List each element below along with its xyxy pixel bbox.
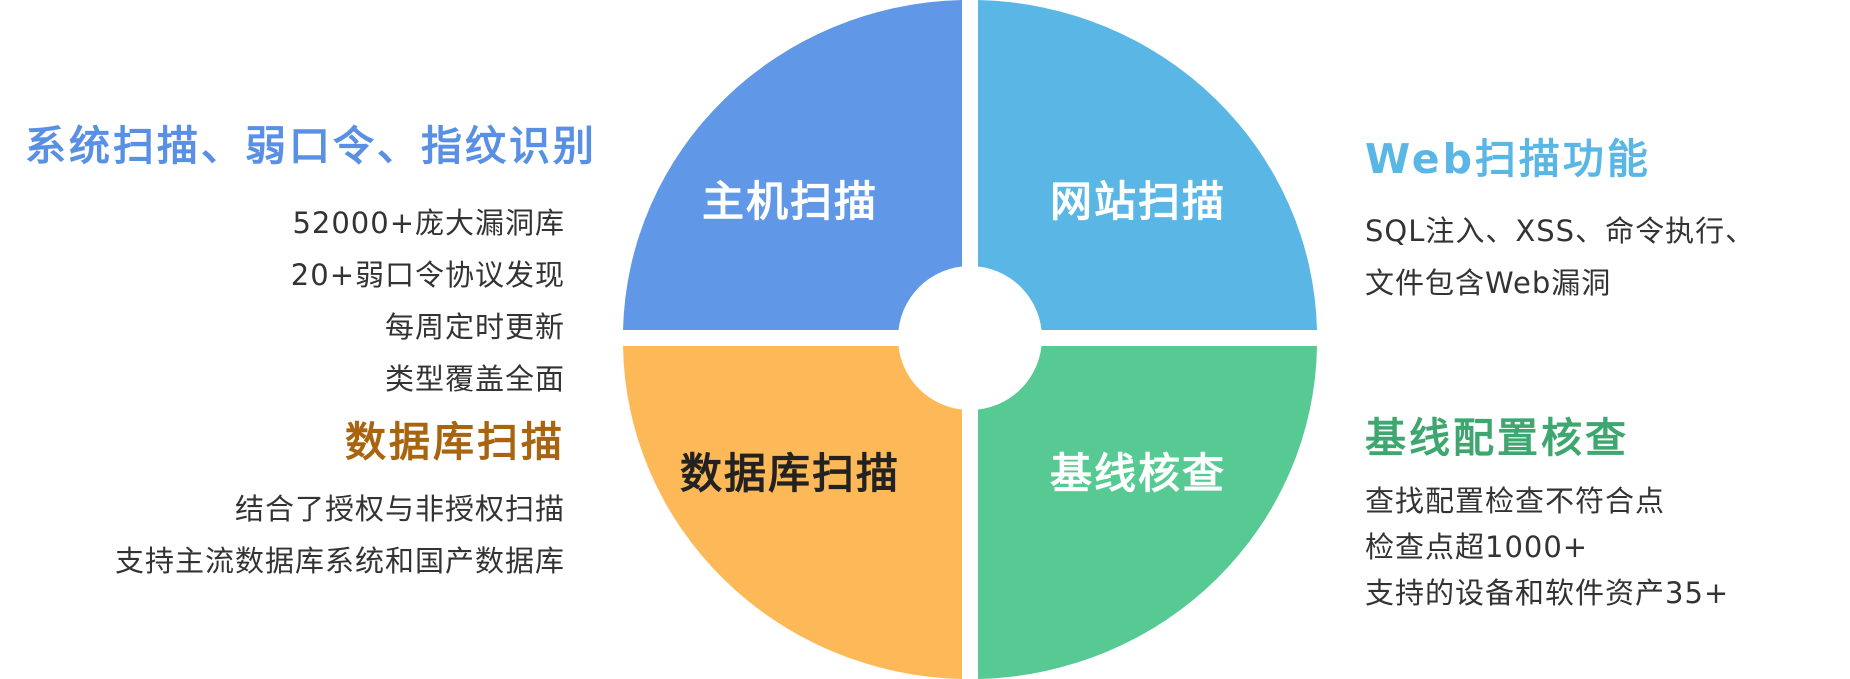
baseline-check-label: 基线核查: [1050, 449, 1226, 498]
feature-line: 52000+庞大漏洞库: [292, 206, 565, 240]
feature-line: 检查点超1000+: [1365, 530, 1589, 564]
feature-line: 文件包含Web漏洞: [1365, 266, 1612, 300]
feature-line: 结合了授权与非授权扫描: [234, 492, 565, 526]
feature-line: 支持的设备和软件资产35+: [1365, 576, 1730, 610]
feature-line: SQL注入、XSS、命令执行、: [1365, 214, 1756, 248]
baseline-check-features: 查找配置检查不符合点 检查点超1000+ 支持的设备和软件资产35+: [1365, 478, 1729, 616]
feature-line: 查找配置检查不符合点: [1365, 484, 1666, 518]
feature-line: 类型覆盖全面: [384, 362, 565, 396]
host-scan-features: 52000+庞大漏洞库 20+弱口令协议发现 每周定时更新 类型覆盖全面: [5, 200, 565, 408]
host-scan-quadrant: [623, 0, 962, 330]
web-scan-quadrant: [978, 0, 1317, 330]
scan-capability-diagram: 主机扫描 网站扫描 数据库扫描 基线核查: [623, 0, 1317, 679]
feature-line: 20+弱口令协议发现: [290, 258, 565, 292]
web-scan-label: 网站扫描: [1050, 177, 1226, 226]
database-scan-quadrant: [623, 346, 962, 679]
center-hole: [898, 266, 1042, 410]
web-scan-heading: Web扫描功能: [1365, 135, 1651, 183]
database-scan-label: 数据库扫描: [680, 449, 900, 498]
host-scan-heading: 系统扫描、弱口令、指纹识别: [25, 122, 597, 170]
host-scan-label: 主机扫描: [702, 177, 878, 226]
web-scan-features: SQL注入、XSS、命令执行、 文件包含Web漏洞: [1365, 208, 1755, 312]
feature-line: 支持主流数据库系统和国产数据库: [114, 544, 565, 578]
feature-line: 每周定时更新: [384, 310, 565, 344]
database-scan-heading: 数据库扫描: [345, 418, 565, 466]
baseline-check-quadrant: [978, 346, 1317, 679]
baseline-check-heading: 基线配置核查: [1365, 414, 1629, 462]
database-scan-features: 结合了授权与非授权扫描 支持主流数据库系统和国产数据库: [0, 486, 565, 590]
